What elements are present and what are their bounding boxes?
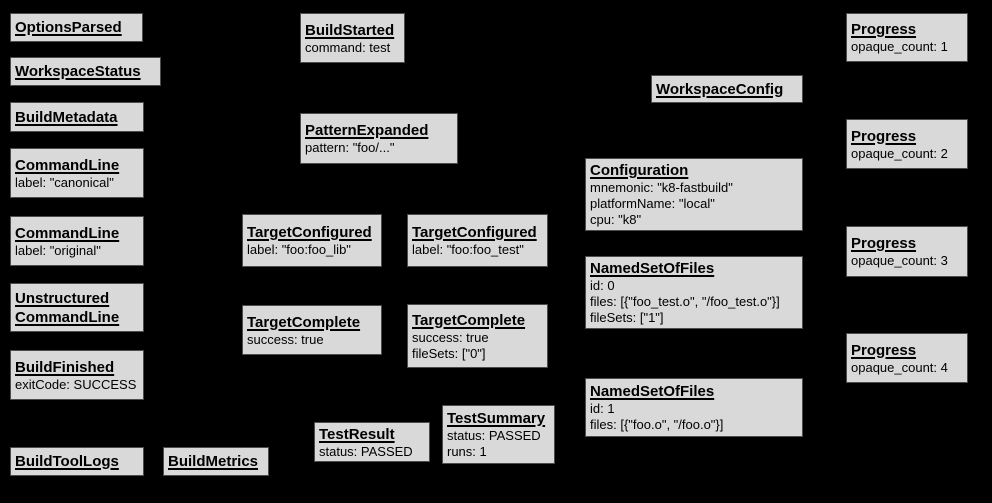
event-box-build-metadata: BuildMetadata — [10, 102, 144, 132]
event-detail: exitCode: SUCCESS — [15, 376, 137, 392]
event-title: CommandLine — [15, 308, 120, 326]
event-detail: fileSets: ["0"] — [412, 345, 486, 361]
event-detail: files: [{"foo.o", "/foo.o"}] — [590, 417, 724, 432]
event-detail: fileSets: ["1"] — [590, 310, 664, 325]
event-title: Progress — [851, 127, 917, 145]
event-title: Progress — [851, 341, 917, 359]
event-box-build-tool-logs: BuildToolLogs — [10, 447, 144, 476]
event-title: Progress — [851, 21, 917, 38]
event-title: BuildToolLogs — [15, 453, 119, 470]
event-detail: status: PASSED — [319, 443, 413, 459]
event-detail: label: "foo:foo_test" — [412, 242, 524, 257]
event-title: BuildFinished — [15, 358, 115, 376]
event-box-workspace-config: WorkspaceConfig — [651, 75, 803, 103]
event-box-build-metrics: BuildMetrics — [163, 447, 269, 476]
event-title: BuildMetrics — [168, 453, 259, 470]
event-title: BuildMetadata — [15, 108, 118, 126]
event-title: OptionsParsed — [15, 19, 122, 36]
event-detail: label: "original" — [15, 242, 101, 258]
event-title: Configuration — [590, 162, 689, 179]
event-detail: success: true — [247, 331, 324, 347]
event-title: CommandLine — [15, 156, 120, 174]
event-title: NamedSetOfFiles — [590, 260, 715, 277]
event-detail: files: [{"foo_test.o", "/foo_test.o"}] — [590, 294, 780, 309]
event-detail: opaque_count: 2 — [851, 145, 948, 161]
event-title: TargetConfigured — [412, 224, 537, 241]
event-title: Progress — [851, 235, 917, 252]
event-detail: success: true — [412, 329, 489, 345]
event-detail: pattern: "foo/..." — [305, 140, 395, 155]
event-title: WorkspaceConfig — [656, 80, 784, 98]
event-detail: mnemonic: "k8-fastbuild" — [590, 180, 733, 195]
event-title: CommandLine — [15, 224, 120, 242]
event-detail: opaque_count: 3 — [851, 253, 948, 268]
event-title: TargetComplete — [412, 311, 526, 329]
event-detail: label: "foo:foo_lib" — [247, 242, 351, 257]
event-box-workspace-status: WorkspaceStatus — [10, 57, 161, 86]
event-detail: cpu: "k8" — [590, 212, 642, 227]
event-title: Unstructured — [15, 289, 110, 307]
event-box-options-parsed: OptionsParsed — [10, 13, 143, 42]
event-detail: label: "canonical" — [15, 174, 114, 190]
event-detail: opaque_count: 1 — [851, 39, 948, 54]
event-title: TestResult — [319, 425, 395, 443]
event-title: WorkspaceStatus — [15, 63, 141, 80]
event-detail: id: 1 — [590, 401, 615, 416]
event-detail: opaque_count: 4 — [851, 359, 948, 375]
event-detail: platformName: "local" — [590, 196, 715, 211]
event-title: TargetConfigured — [247, 224, 372, 241]
event-title: TargetComplete — [247, 313, 361, 331]
event-title: TestSummary — [447, 410, 546, 427]
event-detail: command: test — [305, 39, 391, 55]
event-title: PatternExpanded — [305, 122, 429, 139]
event-title: NamedSetOfFiles — [590, 383, 715, 400]
event-detail: status: PASSED — [447, 428, 541, 443]
event-detail: runs: 1 — [447, 444, 487, 459]
event-detail: id: 0 — [590, 278, 615, 293]
event-title: BuildStarted — [305, 21, 395, 39]
